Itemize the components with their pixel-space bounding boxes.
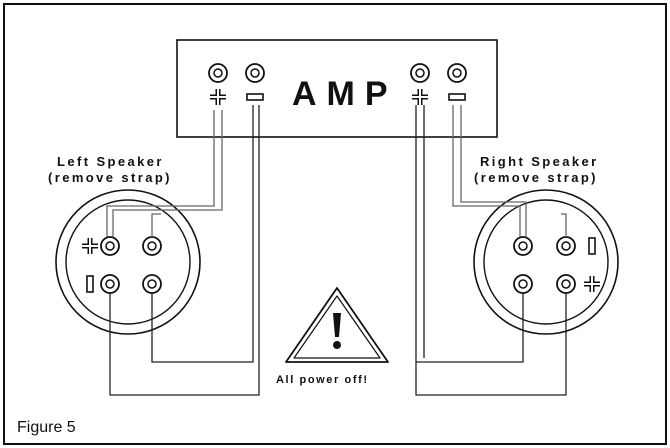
- right-speaker-subtitle: (remove strap): [474, 170, 598, 185]
- right-speaker-minus-terminal: [556, 236, 576, 256]
- left-speaker-title: Left Speaker: [57, 154, 164, 169]
- figure-caption: Figure 5: [17, 419, 76, 436]
- amp-right-plus-terminal: [410, 63, 430, 83]
- left-speaker-subtitle: (remove strap): [48, 170, 172, 185]
- right-speaker: [473, 189, 619, 335]
- left-speaker-plus-terminal: [100, 236, 120, 256]
- outer-border: [3, 3, 667, 445]
- minus-icon: [86, 275, 94, 293]
- warning-text: All power off!: [276, 374, 369, 386]
- plus-icon: [412, 89, 428, 105]
- right-speaker-plus-terminal: [556, 274, 576, 294]
- left-speaker-minus-terminal: [142, 274, 162, 294]
- right-wires: [415, 105, 567, 396]
- amp-left-minus-terminal: [245, 63, 265, 83]
- left-speaker: [55, 189, 201, 335]
- left-wires: [106, 105, 260, 396]
- plus-icon: [210, 89, 226, 105]
- minus-icon: [246, 93, 264, 101]
- amp-box: [176, 39, 498, 138]
- minus-icon: [448, 93, 466, 101]
- minus-icon: [588, 237, 596, 255]
- plus-icon: [584, 276, 600, 292]
- warning-triangle-icon: [285, 287, 389, 363]
- plus-icon: [82, 238, 98, 254]
- amp-right-minus-terminal: [447, 63, 467, 83]
- right-speaker-title: Right Speaker: [480, 154, 599, 169]
- amp-left-plus-terminal: [208, 63, 228, 83]
- amp-label: AMP: [292, 75, 398, 113]
